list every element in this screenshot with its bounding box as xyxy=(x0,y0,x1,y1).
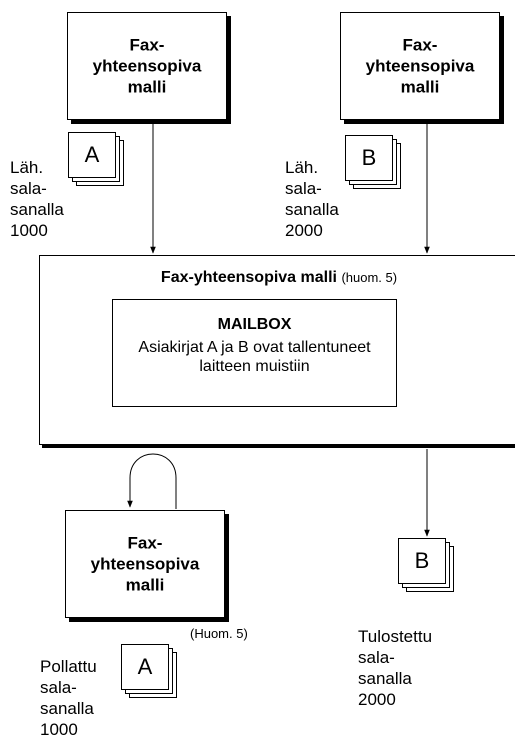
top-right-fax-label: Fax- yhteensopiva malli xyxy=(365,35,475,97)
main-fax-model: Fax-yhteensopiva malli (huom. 5) MAILBOX… xyxy=(39,255,515,445)
document-b-top-caption: Läh. sala- sanalla 2000 xyxy=(285,158,339,240)
document-a-bottom-caption: Pollattu sala- sanalla 1000 xyxy=(40,657,97,739)
document-a-top-letter: A xyxy=(68,132,116,178)
document-b-bottom-letter: B xyxy=(398,538,446,584)
top-left-fax-model: Fax- yhteensopiva malli xyxy=(67,12,227,120)
mailbox-description: Asiakirjat A ja B ovat tallentuneet lait… xyxy=(138,339,371,375)
bottom-fax-note: (Huom. 5) xyxy=(190,626,248,641)
main-fax-note: (huom. 5) xyxy=(341,270,398,285)
document-a-bottom: A xyxy=(121,644,179,702)
document-b-bottom: B xyxy=(398,538,456,596)
bottom-fax-model: Fax- yhteensopiva malli xyxy=(65,510,225,618)
mailbox-title: MAILBOX xyxy=(217,316,292,333)
document-b-bottom-caption: Tulostettu sala- sanalla 2000 xyxy=(358,627,433,709)
document-a-top: A xyxy=(68,132,126,190)
document-a-bottom-letter: A xyxy=(121,644,169,690)
mailbox-box: MAILBOX Asiakirjat A ja B ovat tallentun… xyxy=(112,299,397,407)
bottom-fax-label: Fax- yhteensopiva malli xyxy=(90,533,200,595)
main-fax-title: Fax-yhteensopiva malli xyxy=(160,269,337,286)
main-fax-title-row: Fax-yhteensopiva malli (huom. 5) xyxy=(40,268,515,288)
document-b-top: B xyxy=(345,135,403,193)
top-left-fax-label: Fax- yhteensopiva malli xyxy=(92,35,202,97)
top-right-fax-model: Fax- yhteensopiva malli xyxy=(340,12,500,120)
document-b-top-letter: B xyxy=(345,135,393,181)
document-a-top-caption: Läh. sala- sanalla 1000 xyxy=(10,158,64,240)
arrow-polling-loop xyxy=(127,453,177,509)
